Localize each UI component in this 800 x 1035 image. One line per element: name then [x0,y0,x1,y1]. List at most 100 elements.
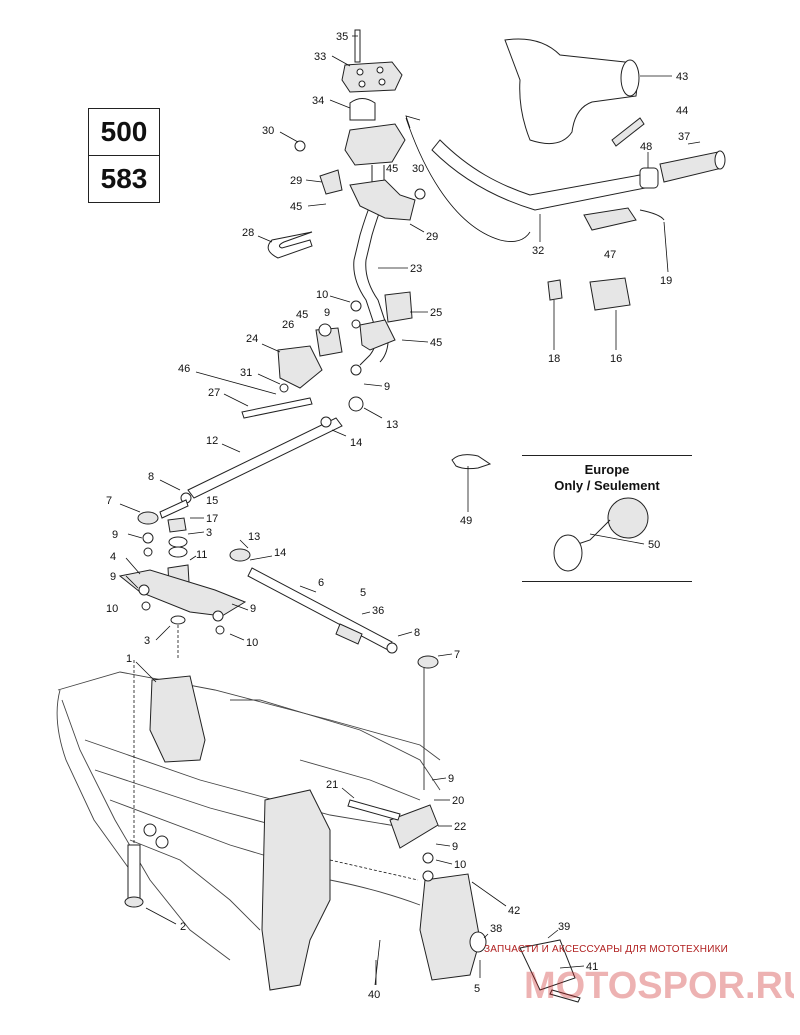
pad-strap [611,117,645,147]
callout-7-b: 7 [454,649,460,661]
callout-18: 18 [548,353,560,365]
rod-end-7 [137,511,159,525]
chassis-frame [56,625,581,1003]
callout-31: 31 [240,367,252,379]
callout-9-g: 9 [452,841,458,853]
callout-20: 20 [452,795,464,807]
callout-50: 50 [648,539,660,551]
callout-46: 46 [178,363,190,375]
callout-9-c: 9 [112,529,118,541]
callout-33: 33 [314,51,326,63]
plate-4 [118,569,247,617]
plate-39 [519,939,576,991]
callout-38: 38 [490,923,502,935]
europe-only-label: Europe Only / Seulement [522,462,692,494]
clamp-33 [341,61,403,93]
rod-end-13 [229,548,251,562]
callout-45-c: 45 [296,309,308,321]
callout-48: 48 [640,141,652,153]
callout-40: 40 [368,989,380,1001]
handlebar-pad [504,38,638,145]
callout-26: 26 [282,319,294,331]
callout-45-d: 45 [430,337,442,349]
callout-12: 12 [206,435,218,447]
clip-18 [547,279,563,301]
bushing-34 [349,98,376,121]
callout-19: 19 [660,275,672,287]
callout-14-b: 14 [274,547,286,559]
callout-8-a: 8 [148,471,154,483]
callout-5-a: 5 [360,587,366,599]
region-line-1: Europe [584,462,630,477]
callout-47: 47 [604,249,616,261]
horn-50 [607,497,649,539]
callout-39: 39 [558,921,570,933]
clip-49 [451,454,492,470]
model-number-583: 583 [88,156,160,203]
column-top [344,123,406,166]
callout-36: 36 [372,605,384,617]
callout-29-a: 29 [290,175,302,187]
callout-9-d: 9 [110,571,116,583]
europe-only-inset: Europe Only / Seulement [522,455,692,582]
bolt-2 [127,844,141,901]
u-bolt-28 [267,231,313,259]
callout-45-b: 45 [290,201,302,213]
callout-30-b: 30 [412,163,424,175]
bracket-24 [277,345,323,389]
callout-30: 30 [262,125,274,137]
callout-43: 43 [676,71,688,83]
handlebar [431,139,646,211]
handle-grip [659,151,724,183]
bolt-21 [347,799,401,821]
callout-27: 27 [208,387,220,399]
callout-3-b: 3 [144,635,150,647]
callout-7-a: 7 [106,495,112,507]
callout-10-b: 10 [106,603,118,615]
callout-3-a: 3 [206,527,212,539]
callout-24: 24 [246,333,258,345]
nut-17 [167,517,187,533]
callout-14-a: 14 [350,437,362,449]
callout-25: 25 [430,307,442,319]
watermark-logo: MOTOSPOR.RU [524,965,794,1007]
callout-9-b: 9 [384,381,390,393]
rod-end-7b [417,655,439,669]
callout-8-b: 8 [414,627,420,639]
watermark: ЗАПЧАСТИ И АКСЕССУАРЫ ДЛЯ МОТОТЕХНИКИ MO… [484,940,794,1020]
callout-11: 11 [196,549,207,561]
callout-6: 6 [318,577,324,589]
callout-17: 17 [206,513,218,525]
model-number-500: 500 [88,108,160,156]
bracket-25 [384,291,413,323]
callout-13-a: 13 [386,419,398,431]
callout-10-c: 10 [246,637,258,649]
callout-10-d: 10 [454,859,466,871]
boot-38 [419,873,481,981]
grip-ring [639,167,659,189]
tie-rod-12 [187,417,343,499]
handlebar-group [405,38,726,242]
watermark-caption: ЗАПЧАСТИ И АКСЕССУАРЫ ДЛЯ МОТОТЕХНИКИ [484,944,729,955]
connector-16 [589,277,631,311]
callout-23: 23 [410,263,422,275]
region-line-2: Only / Seulement [554,478,660,493]
column-bracket [359,319,396,351]
callout-28: 28 [242,227,254,239]
callout-5-b: 5 [474,983,480,995]
callout-9-e: 9 [250,603,256,615]
tie-rod-group [118,416,439,790]
bolt-35 [354,29,361,63]
callout-32: 32 [532,245,544,257]
heater-47 [583,207,637,231]
callout-13-b: 13 [248,531,260,543]
callout-49: 49 [460,515,472,527]
callout-15: 15 [206,495,218,507]
bolt-27 [241,397,313,419]
rod-end-13-top [348,396,364,412]
callout-37: 37 [678,131,690,143]
callout-21: 21 [326,779,338,791]
accessory-parts [451,207,665,572]
callout-29-b: 29 [426,231,438,243]
